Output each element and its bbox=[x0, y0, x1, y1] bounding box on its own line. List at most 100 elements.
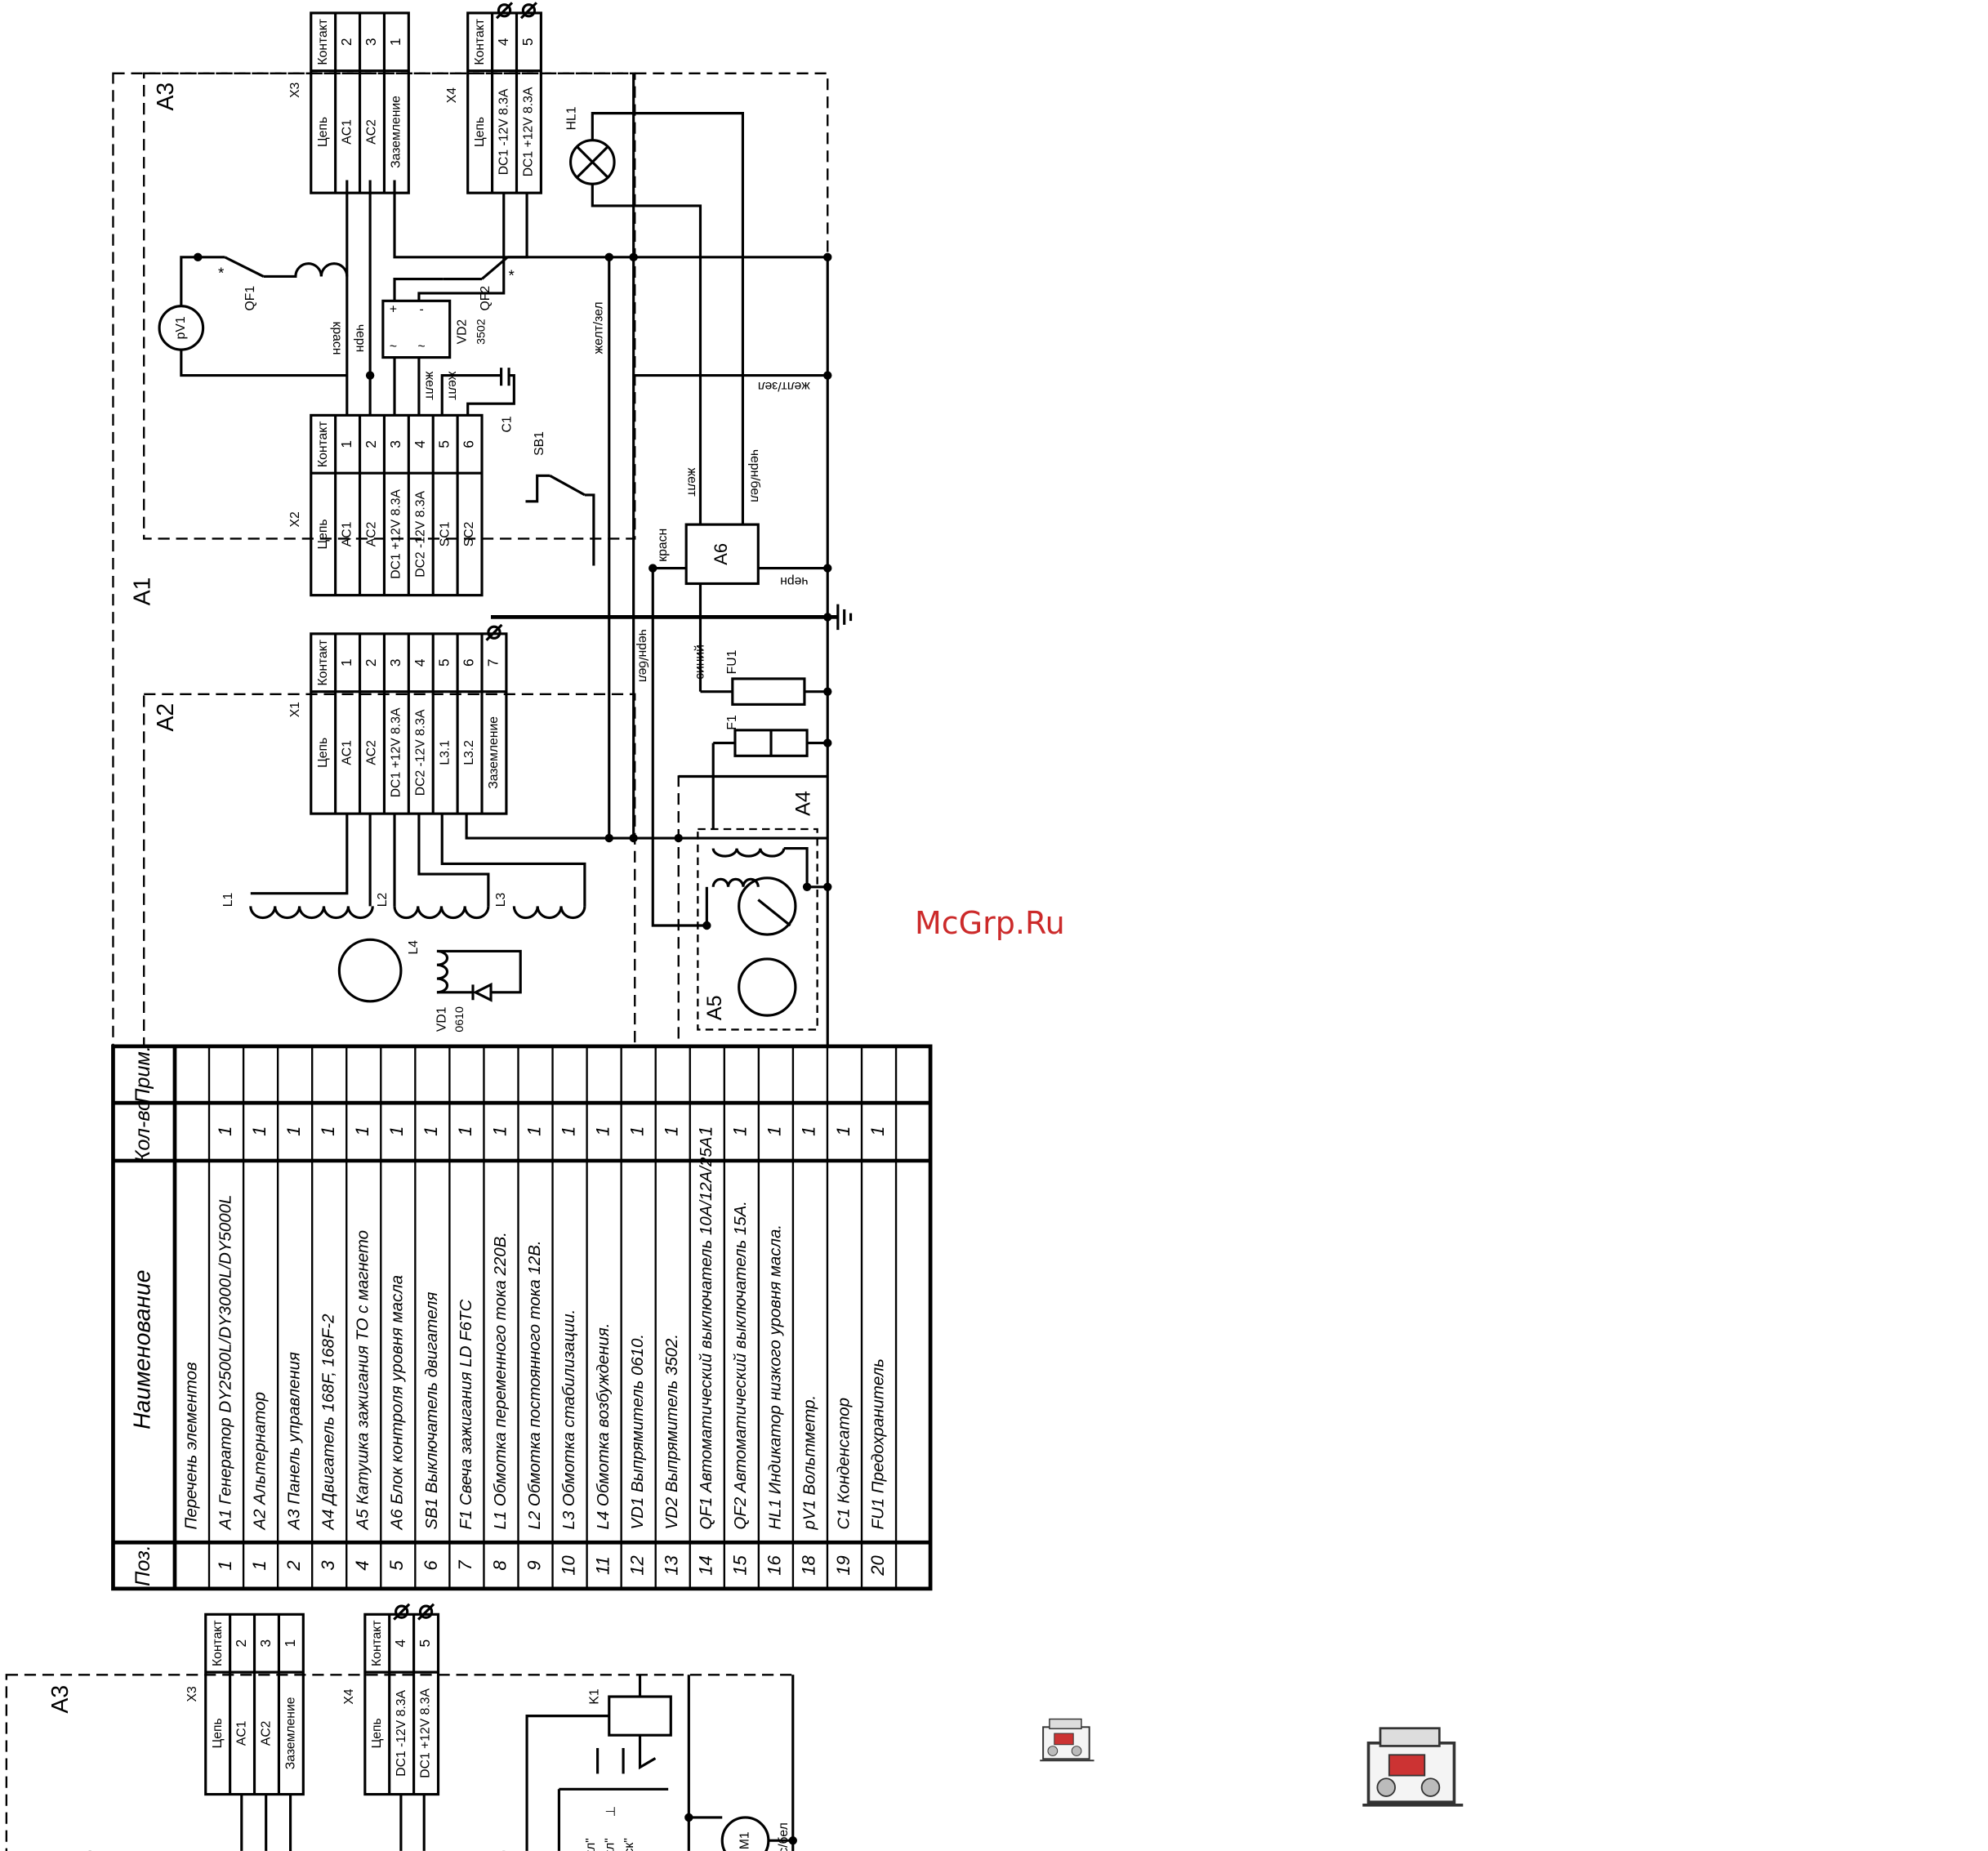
connector-x1-contact-2: 2 bbox=[363, 658, 379, 667]
wire-sb1 bbox=[584, 493, 595, 566]
parts-table-pos: 14 bbox=[696, 1555, 716, 1576]
junction-dot bbox=[823, 687, 832, 696]
connector-x3-contact-3: 3 bbox=[363, 38, 379, 46]
qf1-label: QF1 bbox=[243, 286, 257, 311]
parts-table-pos: 1 bbox=[215, 1560, 235, 1570]
generator-thumbnail-2-part bbox=[1376, 1777, 1396, 1797]
connector-x2-circuit: SC2 bbox=[462, 522, 476, 547]
wire-c1 bbox=[440, 374, 501, 416]
parts-table-qty: 1 bbox=[764, 1126, 785, 1136]
k1-relay-icon bbox=[608, 1695, 672, 1737]
wire-qf2-out bbox=[507, 193, 528, 259]
connector-x4-label: X4 bbox=[445, 87, 459, 103]
switch-position-label: "вкл" bbox=[604, 1838, 617, 1851]
parts-table-pos: 7 bbox=[455, 1560, 475, 1571]
block-a1-label: A1 bbox=[130, 578, 156, 606]
connector-x2-frame bbox=[310, 413, 484, 597]
ground-mark-slash bbox=[393, 1603, 411, 1621]
parts-table-header-name: Наименование bbox=[130, 1270, 156, 1430]
lower-connector-x3-header-circuit: Цепь bbox=[211, 1718, 225, 1748]
k1-label: K1 bbox=[588, 1688, 602, 1704]
connector-x2-circuit: AC1 bbox=[341, 522, 354, 547]
lower-connector-x3-contact-3: 3 bbox=[257, 1639, 274, 1648]
block-a2-label: A2 bbox=[153, 703, 179, 732]
parts-table-name: VD2 Выпрямитель 3502. bbox=[662, 1334, 681, 1530]
vd2-label: VD2 bbox=[456, 319, 470, 345]
parts-table-pos: 19 bbox=[833, 1555, 854, 1576]
connector-x4-contact-4: 4 bbox=[495, 38, 511, 46]
lower-connector-x4-header-circuit: Цепь bbox=[370, 1718, 384, 1748]
ground-mark-slash bbox=[417, 1603, 435, 1621]
parts-table-qty: 1 bbox=[318, 1126, 338, 1136]
connector-x4-circuit: DC1 +12V 8.3A bbox=[522, 87, 536, 176]
connector-x4-header-contact: Контакт bbox=[473, 19, 487, 65]
connector-x2-contact-1: 1 bbox=[338, 440, 354, 448]
connector-x3-contact-1: 1 bbox=[387, 38, 403, 46]
connector-x2-circuit: DC1 +12V 8.3A bbox=[390, 489, 403, 579]
lower-connector-x3-circuit: AC2 bbox=[260, 1721, 274, 1746]
connector-x1-header-contact: Контакт bbox=[316, 640, 330, 686]
parts-table-pos: 18 bbox=[799, 1555, 819, 1576]
connector-x2-circuit: AC2 bbox=[365, 522, 379, 547]
parts-table-pos: 6 bbox=[421, 1560, 441, 1571]
lower-connector-x4-contact-4: 4 bbox=[392, 1639, 408, 1648]
sb1-label: SB1 bbox=[533, 431, 546, 456]
l2-winding-icon bbox=[393, 906, 490, 920]
parts-table-header-pos: Поз. bbox=[131, 1545, 154, 1586]
wire-label-black-2: черн bbox=[780, 574, 808, 588]
wire-label-red: красн bbox=[330, 322, 344, 355]
parts-table-name: HL1 Индикатор низкого уровня масла. bbox=[765, 1224, 784, 1530]
parts-table-pos: 8 bbox=[489, 1560, 510, 1571]
block-a4-label: A4 bbox=[792, 791, 815, 816]
parts-table-qty: 1 bbox=[592, 1126, 613, 1136]
vd1-diode-icon bbox=[471, 982, 493, 1002]
generator-thumbnail-2 bbox=[1362, 1727, 1464, 1807]
parts-table-qty: 1 bbox=[626, 1126, 647, 1136]
wire-c1-return bbox=[466, 374, 515, 416]
parts-table-name: A2 Альтернатор bbox=[251, 1392, 270, 1531]
lower-block-a3-label: A3 bbox=[47, 1685, 74, 1714]
parts-table-qty: 1 bbox=[249, 1126, 270, 1136]
qf2-mark: * bbox=[509, 267, 515, 284]
wire-pv1-top bbox=[180, 256, 225, 306]
parts-table-pos: 15 bbox=[730, 1555, 751, 1576]
junction-dot bbox=[823, 564, 832, 573]
wire-label-yellow-3: желт bbox=[684, 468, 698, 497]
parts-table-qty: 1 bbox=[799, 1126, 819, 1136]
parts-table-qty: 1 bbox=[352, 1126, 372, 1136]
connector-x3-label: X3 bbox=[288, 82, 302, 97]
parts-table-pos: 9 bbox=[524, 1560, 544, 1570]
vd1-part-label: 0610 bbox=[453, 1006, 466, 1033]
connector-x1-contact-3: 3 bbox=[387, 658, 403, 667]
qf1-contact bbox=[224, 256, 265, 278]
wire-label-black: черн bbox=[353, 324, 367, 352]
parts-table-pos: 5 bbox=[386, 1560, 407, 1571]
generator-thumbnail-2-part bbox=[1420, 1777, 1441, 1797]
lower-connector-x4-circuit: DC1 -12V 8.3A bbox=[394, 1689, 408, 1776]
connector-x1-circuit: DC2 -12V 8.3A bbox=[413, 709, 427, 796]
parts-table-qty: 1 bbox=[662, 1126, 682, 1136]
connector-x1-circuit: AC2 bbox=[365, 740, 379, 765]
parts-table-name: VD1 Выпрямитель 0610. bbox=[628, 1334, 647, 1530]
wire-label-yellow-2: желт bbox=[446, 372, 460, 400]
lower-connector-x3-header-contact: Контакт bbox=[211, 1620, 225, 1666]
junction-dot bbox=[629, 833, 638, 843]
generator-thumbnail-1-part bbox=[1047, 1746, 1059, 1756]
connector-x1-contact-7: 7 bbox=[485, 658, 501, 667]
parts-table-qty: 1 bbox=[833, 1126, 854, 1136]
parts-table-name: L1 Обмотка переменного тока 220В. bbox=[491, 1232, 510, 1529]
ground-mark bbox=[497, 3, 512, 18]
generator-thumbnail-1 bbox=[1040, 1718, 1094, 1762]
junction-dot bbox=[823, 613, 832, 622]
parts-table-qty: 1 bbox=[867, 1126, 888, 1136]
generator-thumbnail-1-part bbox=[1049, 1718, 1082, 1729]
lower-connector-x3-circuit: Заземление bbox=[284, 1697, 298, 1769]
parts-table-name: L4 Обмотка возбуждения. bbox=[594, 1323, 613, 1530]
wire-label-red-2: красн bbox=[656, 529, 670, 562]
wire-l2-2 bbox=[417, 814, 490, 907]
parts-table-name: A4 Двигатель 168F, 168F-2 bbox=[319, 1314, 338, 1532]
connector-x2-contact-2: 2 bbox=[363, 440, 379, 448]
connector-x1-circuit: DC1 +12V 8.3A bbox=[390, 707, 403, 797]
l1-winding-icon bbox=[249, 906, 374, 920]
connector-x3-circuit: Заземление bbox=[390, 96, 403, 168]
